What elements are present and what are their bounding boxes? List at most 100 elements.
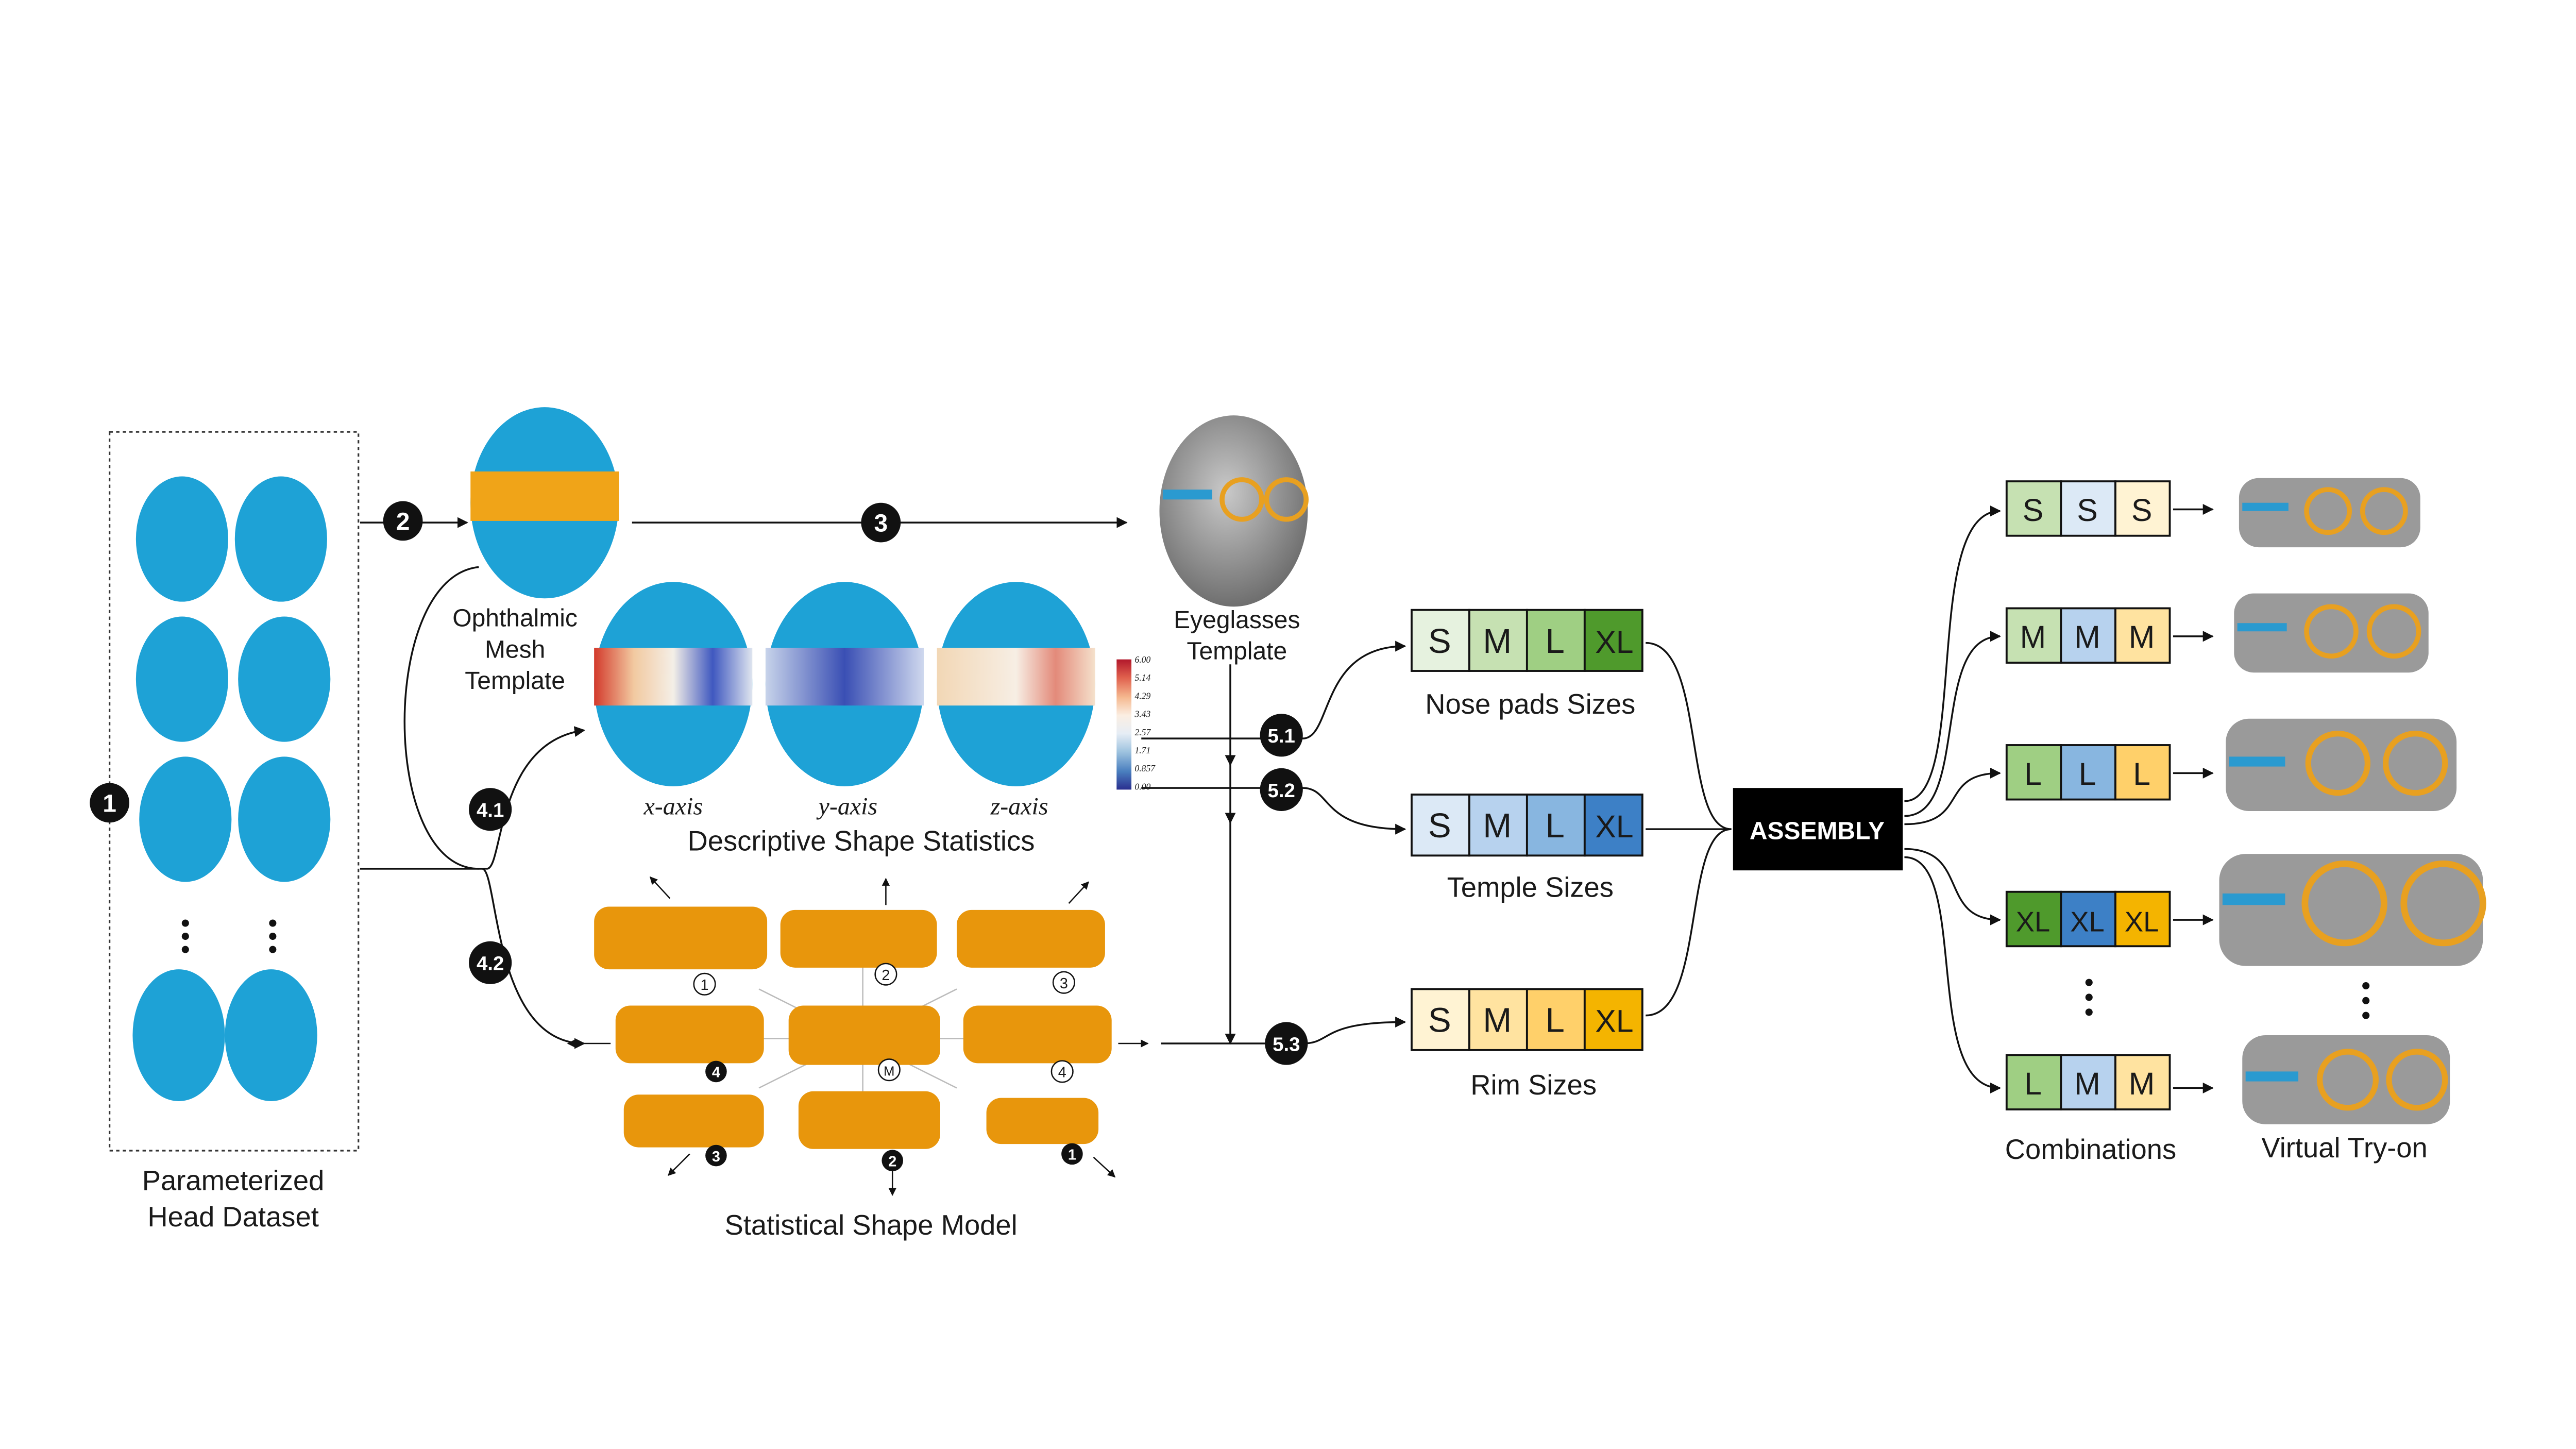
combo-cell: L	[2079, 756, 2096, 791]
svg-text:4.1: 4.1	[477, 799, 504, 821]
combo-cell: S	[2077, 493, 2098, 528]
mode-marker: 2	[882, 1150, 904, 1171]
dataset-heads	[132, 476, 331, 1101]
dataset-label-line1: Parameterized	[142, 1165, 325, 1197]
ophthalmic-head	[470, 407, 619, 599]
ssm-label: Statistical Shape Model	[725, 1209, 1018, 1241]
head-icon	[135, 476, 228, 602]
size-label: S	[1428, 622, 1451, 661]
temple-size-bar	[1411, 794, 1643, 857]
tryon-label: Virtual Try-on	[2261, 1132, 2427, 1164]
ssm-mesh	[615, 1005, 764, 1064]
step-badge-1: 1	[90, 783, 130, 823]
colorbar-tick: 3.43	[1134, 709, 1150, 719]
colorbar-tick: 4.29	[1134, 690, 1150, 701]
combo-cell: M	[2074, 1066, 2100, 1101]
ssm-meshes	[594, 906, 1112, 1149]
svg-text:4: 4	[712, 1065, 720, 1081]
svg-text:1: 1	[103, 790, 116, 818]
combo-cell: S	[2023, 493, 2044, 528]
colorbar-tick: 2.57	[1134, 727, 1151, 737]
combination-rows	[2005, 480, 2171, 1110]
combo-cell: L	[2024, 1066, 2042, 1101]
combination-row	[2005, 744, 2171, 801]
ssm-mesh	[986, 1098, 1099, 1144]
tryon-render	[2239, 478, 2420, 548]
head-icon	[234, 476, 327, 602]
size-label: S	[1428, 806, 1451, 845]
ssm-mesh	[788, 1005, 940, 1065]
size-label: L	[1546, 1001, 1565, 1040]
step-badge-3: 3	[861, 502, 901, 543]
size-label: XL	[1595, 625, 1633, 660]
size-cell-m	[1468, 794, 1528, 857]
assembly-label: ASSEMBLY	[1750, 817, 1885, 845]
svg-text:3: 3	[874, 510, 888, 537]
combo-cell: L	[2133, 756, 2150, 791]
head-icon	[132, 969, 225, 1101]
svg-text:3: 3	[712, 1149, 720, 1165]
svg-text:2: 2	[882, 967, 890, 984]
svg-text:M: M	[884, 1064, 894, 1079]
ophthalmic-label-line1: Ophthalmic	[452, 605, 578, 632]
size-cell-xl	[1583, 609, 1643, 672]
tryon-render	[2234, 593, 2429, 673]
svg-text:3: 3	[1060, 975, 1068, 992]
combo-cell: M	[2074, 619, 2100, 654]
size-cell-xl	[1583, 988, 1643, 1051]
tryon-render	[2226, 718, 2457, 811]
step-badge-4-1: 4.1	[469, 788, 512, 831]
combinations-label: Combinations	[2005, 1134, 2176, 1165]
rim-label: Rim Sizes	[1470, 1069, 1597, 1101]
combo-cell: S	[2131, 493, 2153, 528]
size-cell-l	[1526, 609, 1586, 672]
tryon-renders	[2219, 478, 2486, 1124]
mode-marker: 3	[705, 1144, 727, 1167]
mode-marker: 1	[693, 972, 716, 996]
combo-cell: XL	[2016, 906, 2050, 937]
combination-row	[2005, 1054, 2171, 1110]
tryon-render	[2219, 854, 2486, 966]
svg-text:5.2: 5.2	[1268, 780, 1295, 802]
head-icon	[225, 969, 317, 1101]
size-label: M	[1483, 622, 1512, 661]
ophthalmic-label-line3: Template	[465, 667, 565, 695]
combo-cell: M	[2129, 619, 2155, 654]
ssm-mesh	[623, 1094, 764, 1148]
size-cell-m	[1468, 988, 1528, 1051]
combo-cell: M	[2020, 619, 2046, 654]
eyeglasses-head	[1159, 415, 1309, 607]
combinations-ellipsis	[2085, 979, 2370, 1019]
mode-marker: 2	[874, 963, 897, 986]
mode-marker: M	[877, 1058, 901, 1082]
eyeglasses-label-line2: Template	[1187, 638, 1287, 665]
svg-text:4.2: 4.2	[477, 953, 504, 975]
combination-row	[2005, 607, 2171, 664]
y-axis-label: y-axis	[817, 793, 878, 820]
ssm-mesh	[956, 909, 1105, 968]
mode-marker: 3	[1052, 971, 1075, 994]
colorbar-tick: 0.857	[1134, 763, 1156, 773]
size-label: XL	[1595, 809, 1633, 844]
y-axis-head	[765, 582, 924, 786]
assembly-box	[1733, 788, 1903, 871]
z-axis-head	[937, 582, 1095, 786]
nose-pads-label: Nose pads Sizes	[1425, 688, 1635, 720]
step-badge-5-1: 5.1	[1260, 714, 1303, 757]
colorbar-tick: 0.00	[1134, 781, 1150, 791]
colorbar-tick: 6.00	[1134, 654, 1150, 665]
ssm-mesh	[780, 909, 937, 968]
step-badge-5-3: 5.3	[1265, 1022, 1308, 1065]
mode-marker: 4	[705, 1060, 727, 1083]
ssm-mesh	[963, 1005, 1112, 1064]
colorbar-tick: 1.71	[1134, 745, 1150, 755]
svg-text:4: 4	[1058, 1065, 1066, 1081]
size-cell-m	[1468, 609, 1528, 672]
ssm-mode-markers: 1 2 3 4 M 4 3 2 1	[693, 963, 1083, 1171]
head-icon	[238, 616, 331, 742]
svg-text:5.3: 5.3	[1273, 1033, 1300, 1055]
svg-text:2: 2	[888, 1153, 896, 1170]
colorbar	[1116, 659, 1132, 790]
combo-cell: XL	[2070, 906, 2105, 937]
